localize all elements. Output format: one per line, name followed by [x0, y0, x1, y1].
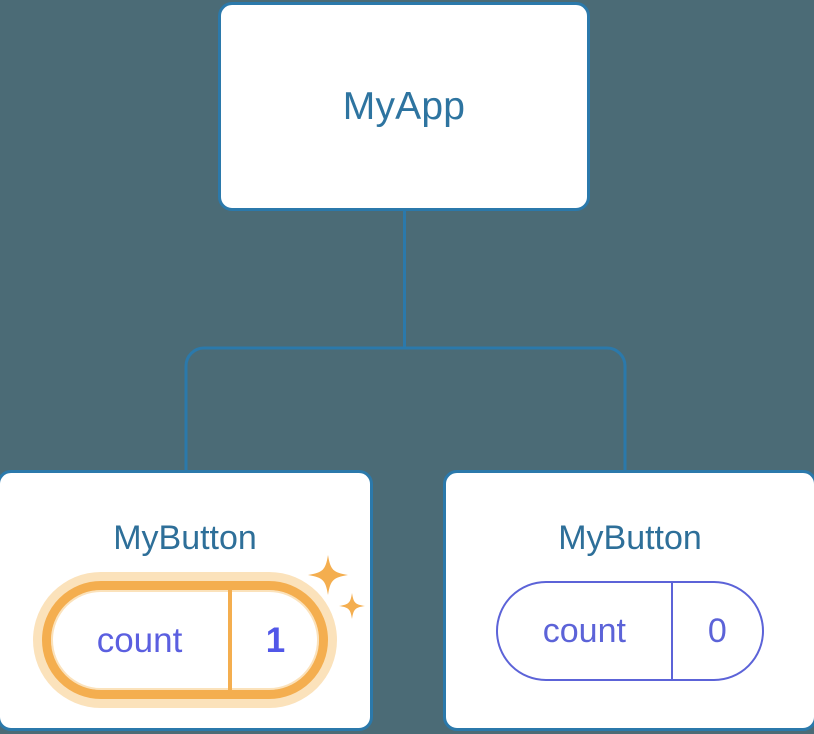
state-pill-wrapper-left: count 1: [42, 555, 365, 699]
edge-myapp-to-mybutton-left: [184, 346, 405, 470]
node-mybutton-left[interactable]: MyButton count 1: [0, 470, 373, 731]
state-pill-wrapper-right: count 0: [496, 581, 764, 681]
state-pill-left[interactable]: count 1: [42, 581, 328, 699]
sparkle-icon: [308, 555, 365, 619]
state-pill-right[interactable]: count 0: [496, 581, 764, 681]
edge-myapp-to-mybutton-right: [404, 346, 627, 470]
state-key-right: count: [542, 612, 626, 650]
state-pill-divider-right: [670, 583, 673, 679]
node-mybutton-right[interactable]: MyButton count 0: [443, 470, 814, 731]
node-myapp[interactable]: MyApp: [218, 2, 590, 211]
state-pill-divider-left: [228, 590, 232, 690]
state-value-left: 1: [265, 620, 286, 660]
node-mybutton-left-label: MyButton: [113, 519, 257, 557]
state-key-left: count: [96, 620, 183, 660]
node-myapp-label: MyApp: [342, 85, 466, 128]
state-value-right: 0: [707, 612, 727, 650]
node-mybutton-right-label: MyButton: [558, 519, 702, 557]
